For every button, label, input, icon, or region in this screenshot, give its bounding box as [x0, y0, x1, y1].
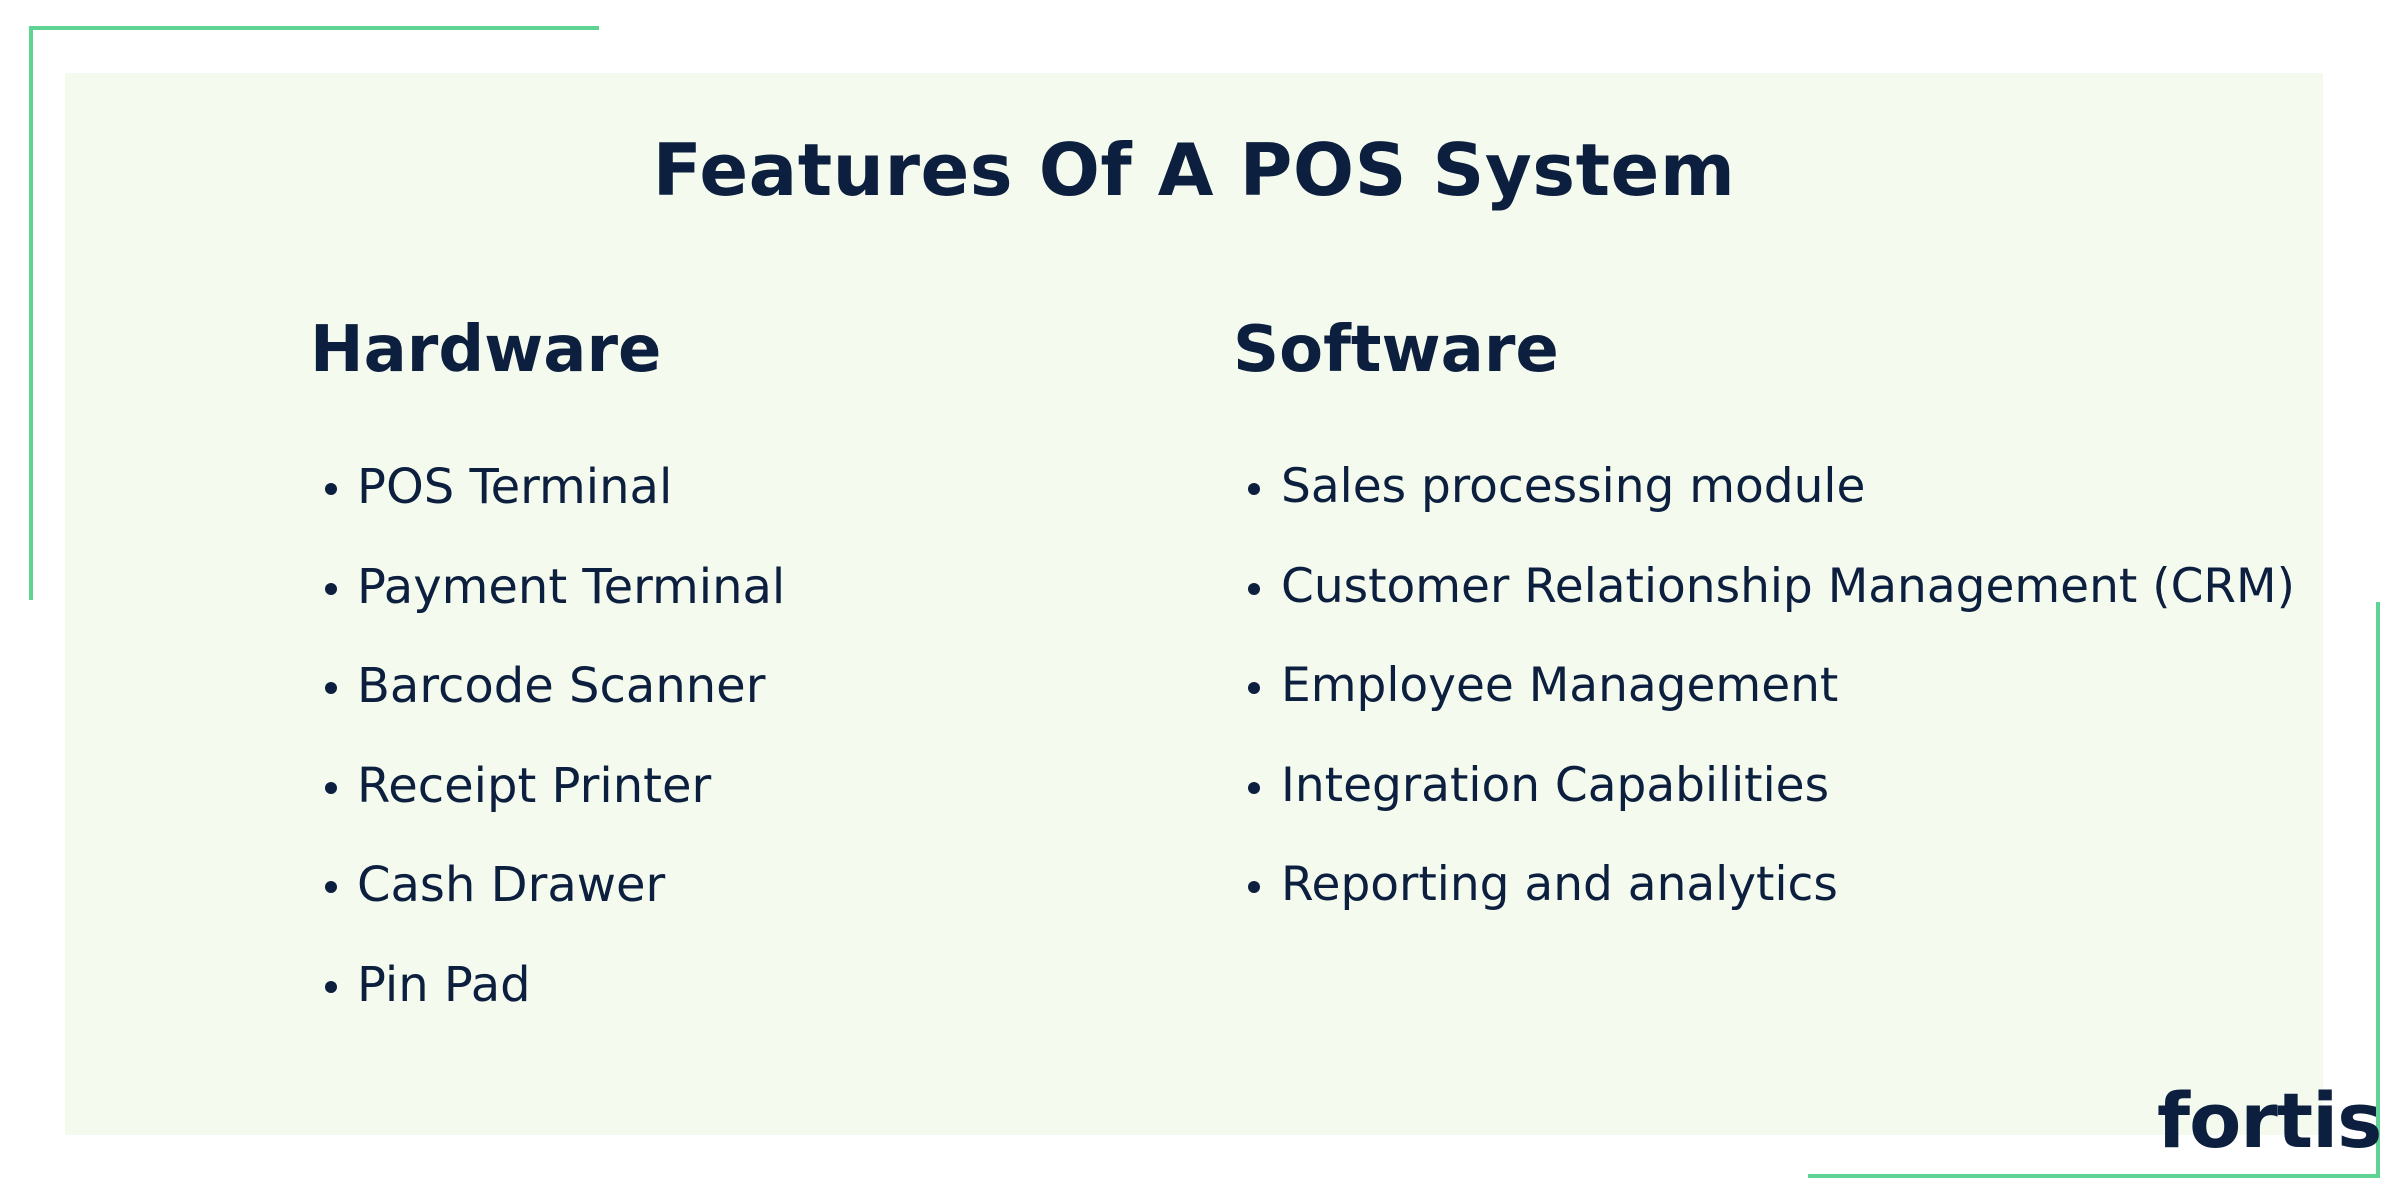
- content-panel: Features Of A POS System Hardware POS Te…: [65, 73, 2382, 1159]
- hardware-column: Hardware POS Terminal Payment Terminal B…: [310, 313, 785, 1009]
- list-item-label: Pin Pad: [357, 956, 531, 1013]
- list-item: Reporting and analytics: [1248, 861, 2295, 961]
- bullet-icon: [1248, 682, 1260, 694]
- bullet-icon: [1248, 781, 1260, 794]
- list-item-label: Integration Capabilities: [1281, 757, 1830, 813]
- list-item-label: Payment Terminal: [357, 558, 786, 615]
- software-list: Sales processing module Customer Relatio…: [1248, 463, 2295, 961]
- fortis-logo: fortis: [2157, 1076, 2382, 1165]
- corner-accent-top-horizontal: [29, 26, 599, 30]
- bullet-icon: [325, 881, 337, 893]
- corner-accent-bottom-horizontal: [1808, 1174, 2380, 1178]
- list-item: Cash Drawer: [325, 861, 785, 961]
- list-item-label: Sales processing module: [1281, 459, 1866, 514]
- hardware-heading: Hardware: [310, 313, 662, 387]
- bullet-icon: [1248, 582, 1260, 595]
- list-item-label: Customer Relationship Management (CRM): [1281, 558, 2295, 614]
- list-item: Sales processing module: [1248, 463, 2295, 563]
- hardware-list: POS Terminal Payment Terminal Barcode Sc…: [325, 463, 785, 1060]
- list-item: Barcode Scanner: [325, 662, 785, 762]
- list-item-label: Cash Drawer: [357, 857, 666, 913]
- list-item: Receipt Printer: [325, 762, 785, 862]
- software-column: Software Sales processing module Custome…: [1233, 313, 2295, 908]
- bullet-icon: [325, 781, 337, 794]
- bullet-icon: [325, 980, 337, 993]
- list-item-label: Reporting and analytics: [1281, 857, 1838, 912]
- software-heading: Software: [1233, 313, 1559, 387]
- list-item-label: POS Terminal: [357, 459, 673, 515]
- corner-accent-bottom-vertical: [2376, 602, 2380, 1178]
- list-item: Payment Terminal: [325, 563, 785, 663]
- list-item: Pin Pad: [325, 961, 785, 1061]
- list-item-label: Barcode Scanner: [357, 658, 766, 714]
- bullet-icon: [1248, 881, 1260, 893]
- bullet-icon: [325, 682, 337, 694]
- bullet-icon: [325, 483, 337, 495]
- list-item: Integration Capabilities: [1248, 762, 2295, 862]
- list-item: Employee Management: [1248, 662, 2295, 762]
- bullet-icon: [1248, 483, 1260, 495]
- list-item: POS Terminal: [325, 463, 785, 563]
- list-item-label: Receipt Printer: [357, 757, 712, 814]
- list-item: Customer Relationship Management (CRM): [1248, 563, 2295, 663]
- page-title: Features Of A POS System: [652, 128, 1736, 212]
- list-item-label: Employee Management: [1281, 658, 1839, 713]
- corner-accent-top-vertical: [29, 26, 33, 600]
- bullet-icon: [325, 582, 337, 595]
